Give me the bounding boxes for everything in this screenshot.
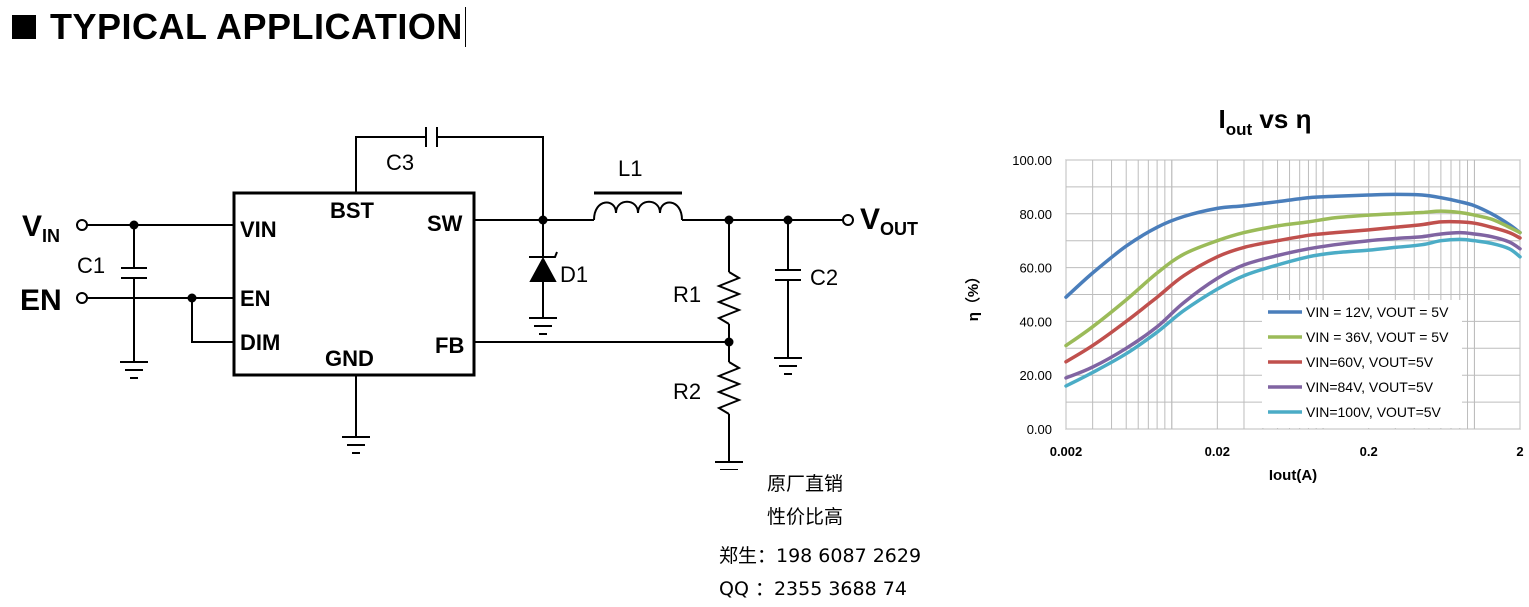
ic-body	[232, 191, 476, 377]
ground-symbol-r2	[715, 461, 743, 470]
text-cursor	[464, 7, 466, 47]
y-tick-label: 80.00	[1019, 207, 1052, 222]
legend-entry: VIN=100V, VOUT=5V	[1306, 404, 1442, 420]
en-label: EN	[20, 284, 62, 317]
vin-terminal	[76, 219, 88, 231]
y-tick-label: 0.00	[1027, 422, 1052, 437]
y-tick-label: 100.00	[1012, 153, 1052, 168]
y-tick-label: 20.00	[1019, 368, 1052, 383]
junction-dot	[538, 215, 548, 225]
y-axis-label: η（%）	[964, 269, 982, 322]
series-line	[1064, 209, 1522, 348]
ground-symbol-ic	[342, 436, 370, 454]
resistor-r2	[716, 342, 742, 462]
capacitor-c2	[775, 220, 801, 358]
pin-sw-label: SW	[427, 211, 463, 236]
pin-en-label: EN	[240, 286, 271, 311]
diode-d1	[529, 220, 558, 318]
en-terminal	[76, 292, 88, 304]
c2-label: C2	[810, 265, 838, 290]
legend-entry: VIN=60V, VOUT=5V	[1306, 354, 1434, 370]
pin-fb-label: FB	[435, 333, 464, 358]
x-tick-label: 0.002	[1050, 444, 1083, 459]
capacitor-c1	[121, 225, 147, 362]
capacitor-c3	[355, 127, 544, 220]
ground-symbol-c1	[120, 361, 148, 379]
x-tick-label: 0.2	[1360, 444, 1378, 459]
ground-symbol-c2	[774, 357, 802, 375]
efficiency-chart: Iout vs η 0.0020.0040.0060.0080.00100.00…	[964, 104, 1524, 484]
series-line	[1064, 237, 1522, 388]
legend-entry: VIN = 12V, VOUT = 5V	[1306, 304, 1449, 320]
pin-gnd-label: GND	[325, 346, 374, 371]
junction-dot	[129, 220, 139, 230]
typical-application-circuit: VIN EN VOUT VIN EN DIM BST SW GND FB C1 …	[20, 127, 918, 470]
r1-label: R1	[673, 282, 701, 307]
y-axis: 0.00 20.00 40.00 60.00 80.00 100.00	[1012, 153, 1052, 437]
resistor-r1	[716, 220, 742, 342]
promo-line-2: 性价比高	[767, 506, 844, 528]
phone-line: 郑生：198 6087 2629	[719, 545, 922, 567]
r2-label: R2	[673, 379, 701, 404]
c1-label: C1	[77, 253, 105, 278]
chart-series	[1064, 192, 1522, 388]
pin-vin-label: VIN	[240, 217, 277, 242]
pin-bst-label: BST	[330, 198, 375, 223]
series-line	[1064, 230, 1522, 380]
x-tick-label: 2	[1516, 444, 1523, 459]
x-axis-label: Iout(A)	[1269, 467, 1317, 484]
x-tick-label: 0.02	[1205, 444, 1230, 459]
promo-line-1: 原厂直销	[767, 473, 844, 495]
pin-dim-label: DIM	[240, 330, 280, 355]
x-axis: 0.002 0.02 0.2 2	[1050, 444, 1524, 459]
section-header: TYPICAL APPLICATION	[12, 4, 466, 50]
inductor-l1	[593, 191, 683, 221]
chart-title: Iout vs η	[1219, 104, 1312, 139]
y-tick-label: 60.00	[1019, 261, 1052, 276]
section-bullet-icon	[12, 15, 36, 39]
c3-label: C3	[386, 150, 414, 175]
vout-terminal	[842, 214, 854, 226]
junction-dot	[783, 215, 793, 225]
vout-label: VOUT	[860, 203, 918, 239]
qq-line: QQ ：2355 3688 74	[719, 578, 907, 600]
series-line	[1064, 192, 1522, 299]
section-title: TYPICAL APPLICATION	[50, 6, 463, 47]
ground-symbol-d1	[529, 317, 557, 335]
legend-entry: VIN=84V, VOUT=5V	[1306, 379, 1434, 395]
legend-box	[1262, 300, 1462, 428]
y-tick-label: 40.00	[1019, 314, 1052, 329]
legend-entry: VIN = 36V, VOUT = 5V	[1306, 329, 1449, 345]
junction-dot	[724, 337, 734, 347]
l1-label: L1	[618, 156, 642, 181]
d1-label: D1	[560, 262, 588, 287]
junction-dot	[187, 293, 197, 303]
chart-legend: VIN = 12V, VOUT = 5V VIN = 36V, VOUT = 5V…	[1262, 300, 1462, 428]
vin-label: VIN	[22, 210, 60, 246]
series-line	[1064, 219, 1522, 364]
junction-dot	[724, 215, 734, 225]
